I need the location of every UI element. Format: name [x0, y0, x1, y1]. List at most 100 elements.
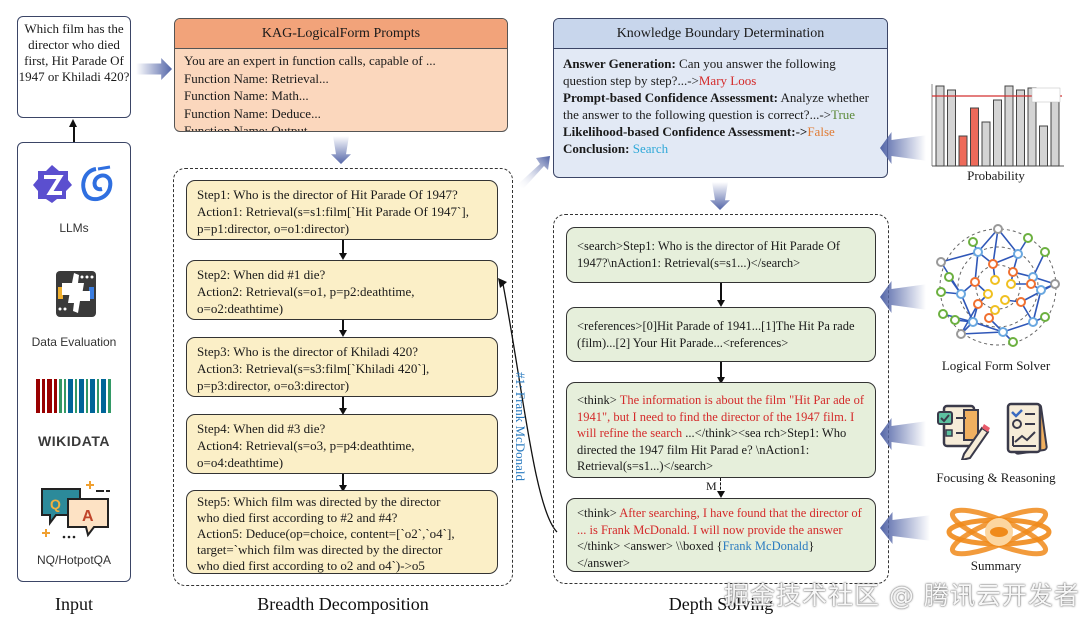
focusing-reasoning-label: Focusing & Reasoning [936, 470, 1056, 485]
answer-box: <think> After searching, I have found th… [566, 498, 876, 572]
prompts-to-breadth-arrow [331, 136, 351, 164]
breadth-caption: Breadth Decomposition [257, 594, 429, 614]
think-refine-text: The information is about the film "Hit P… [577, 393, 864, 440]
think-refine-box: <think> The information is about the fil… [566, 382, 876, 478]
llm-logos-icon [32, 163, 118, 203]
feedback-label: #1: Frank McDonald [513, 372, 528, 482]
dashed-connector [720, 478, 721, 494]
graph-node [984, 313, 994, 323]
step-line: Step5: Which film was directed by the di… [197, 494, 441, 509]
connector-arrowhead [339, 485, 347, 492]
probability-icon-bar [970, 107, 979, 167]
qa-chat-bubbles-icon: Q A [38, 479, 114, 541]
kbd-title: Knowledge Boundary Determination [554, 19, 887, 49]
graph-node [1016, 297, 1026, 307]
answer-close-tag: }</answer> [577, 539, 815, 570]
graph-node [988, 259, 998, 269]
breadth-to-kbd-arrow [516, 156, 550, 188]
likelihood-confidence-label: Likelihood-based Confidence Assessment: [563, 124, 796, 139]
prompt-line: Function Name: Math... [184, 88, 309, 103]
graph-node [968, 237, 978, 247]
prompt-line: Function Name: Retrieval... [184, 70, 329, 86]
step-line: Step2: When did #1 die? [197, 267, 326, 282]
step-box-1: Step1: Who is the director of Hit Parade… [186, 180, 498, 240]
connector-line [342, 397, 344, 409]
answer-generation-text: Can you answer the following question st… [563, 56, 836, 88]
connector-arrowhead [339, 330, 347, 337]
connector-line [342, 474, 344, 486]
search-text: <search>Step1: Who is the director of Hi… [577, 239, 841, 270]
graph-node [944, 272, 954, 282]
probability-icon-bar [1016, 89, 1025, 167]
step-line: who died first according to o2 and o4`)-… [197, 558, 425, 573]
graph-node [970, 277, 980, 287]
likelihood-arrow: -> [795, 124, 808, 139]
step-line: Step1: Who is the director of Hit Parade… [197, 187, 458, 202]
prompt-confidence-label: Prompt-based Confidence Assessment: [563, 90, 778, 105]
graph-edge [992, 228, 999, 265]
graph-edge [1002, 321, 1034, 333]
graph-node [1023, 233, 1033, 243]
graph-node [1000, 295, 1010, 305]
references-text: <references>[0]Hit Parade of 1941...[1]T… [577, 319, 855, 350]
conclusion-row: Conclusion: Search [563, 140, 878, 157]
data-evaluation-label: Data Evaluation [31, 335, 117, 349]
orange-atom-icon [946, 507, 1052, 557]
step-box-4: Step4: When did #3 die? Action4: Retriev… [186, 414, 498, 474]
likelihood-confidence-row: Likelihood-based Confidence Assessment:-… [563, 123, 878, 140]
graph-node [1026, 279, 1036, 289]
graph-node [1036, 285, 1046, 295]
knowledge-boundary-box: Knowledge Boundary Determination Answer … [553, 18, 888, 178]
prompt-line: You are an expert in function calls, cap… [184, 53, 436, 68]
graph-node [990, 275, 1000, 285]
svg-text:Q: Q [50, 496, 61, 512]
probability-icon-bar [947, 89, 956, 167]
graph-node [998, 327, 1008, 337]
step-line: Action4: Retrieval(s=o3, p=p4:deathtime, [197, 438, 415, 453]
connector-line [342, 240, 344, 254]
graph-node [938, 309, 948, 319]
graph-node [1028, 317, 1038, 327]
step-line: who died first according to #2 and #4? [197, 510, 398, 525]
references-box: <references>[0]Hit Parade of 1941...[1]T… [566, 307, 876, 362]
graph-edge [997, 228, 1019, 255]
connector-arrowhead [717, 300, 725, 307]
breadth-decomposition-region: Step1: Who is the director of Hit Parade… [173, 168, 513, 586]
connector-line [342, 320, 344, 331]
think-open-tag: <think> [577, 393, 620, 407]
graph-node [956, 289, 966, 299]
logicalform-prompts-box: KAG-LogicalForm Prompts You are an exper… [174, 18, 508, 132]
conclusion-value: Search [632, 141, 669, 156]
connector-arrowhead [717, 377, 725, 384]
input-to-prompts-arrow [136, 58, 172, 80]
think-open-tag: <think> [577, 506, 620, 520]
graph-node [950, 315, 960, 325]
answer-generation-value: Mary Loos [698, 73, 757, 88]
graph-node [956, 329, 966, 339]
graph-node [1013, 249, 1023, 259]
graph-node [1040, 312, 1050, 322]
m-label: M [706, 479, 717, 493]
step-line: Action2: Retrieval(s=o1, p=p2:deathtime, [197, 284, 415, 299]
graph-network-icon [936, 224, 1060, 347]
svg-text:A: A [82, 508, 94, 525]
graph-node [1008, 337, 1018, 347]
question-box: Which film has the director who died fir… [17, 16, 131, 118]
graph-node [936, 287, 946, 297]
answer-generation-row: Answer Generation: Can you answer the fo… [563, 55, 878, 89]
refined-search-text: ...</think><sea rch>Step1: Who directed … [577, 426, 847, 473]
likelihood-confidence-value: False [807, 124, 835, 139]
prompt-line: Function Name: Output... [184, 123, 318, 132]
search-box: <search>Step1: Who is the director of Hi… [566, 227, 876, 283]
input-resources-panel: LLMs Data Evaluation [17, 142, 131, 582]
graph-edge [972, 321, 1004, 333]
graph-node [1050, 279, 1060, 289]
step-line: p=p1:director, o=o1:director) [197, 221, 350, 236]
nq-hotpotqa-label: NQ/HotpotQA [36, 553, 112, 567]
connector-arrowhead [339, 408, 347, 415]
graph-node [1040, 247, 1050, 257]
graph-edge [960, 331, 1004, 335]
prompts-title: KAG-LogicalForm Prompts [175, 19, 507, 49]
depth-solving-region: <search>Step1: Who is the director of Hi… [553, 214, 889, 584]
probability-bar-chart-icon [931, 84, 1064, 167]
